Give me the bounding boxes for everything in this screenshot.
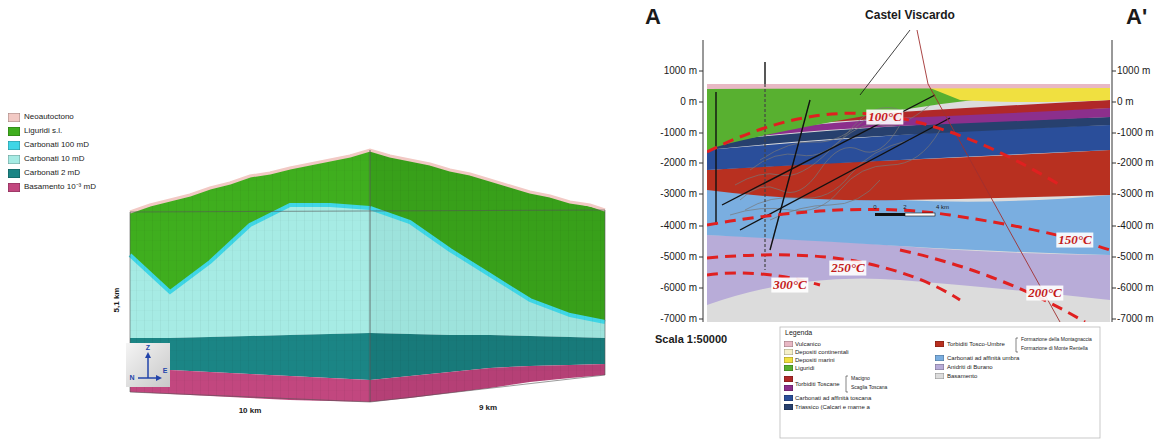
legend-swatch: [935, 373, 944, 379]
legend-text: Carbonati ad affinità umbra: [947, 355, 1019, 362]
bracket: [1016, 338, 1018, 352]
legend-swatch: [8, 127, 20, 136]
legend-sub-label: Formazione di Monte Rentella: [1021, 346, 1088, 352]
legend-swatch: [8, 113, 20, 122]
legend-text: Depositi marini: [795, 357, 835, 364]
axis-letter: E: [163, 367, 168, 375]
legend-text: Carbonati 10 mD: [24, 154, 84, 163]
depth-label: -6000 m: [1117, 282, 1154, 294]
depth-label: -5000 m: [1117, 251, 1154, 263]
legend-swatch: [935, 341, 944, 347]
isotherm-label: 200°C: [1026, 286, 1063, 301]
scale-number: 2: [903, 204, 906, 211]
legend-swatch: [935, 355, 944, 361]
legend-text: Triassico (Calcari e marne a: [795, 404, 870, 411]
isotherm-label: 250°C: [829, 261, 866, 276]
legend-swatch: [784, 404, 793, 410]
legend-text: Vulcanico: [795, 341, 821, 348]
scale-number: 4 km: [936, 204, 949, 211]
bracket: [846, 376, 848, 392]
legend-swatch: [935, 364, 944, 370]
legend-text: Torbiditi Tosco-Umbre: [947, 341, 1005, 348]
legend-box: [780, 327, 1100, 438]
legend-swatch: [8, 183, 20, 192]
legend-text: Liguridi: [795, 365, 814, 372]
legend-swatch: [784, 349, 793, 355]
dimension-label: 9 km: [479, 403, 497, 412]
depth-label: -6000 m: [660, 282, 697, 294]
legend-text: Carbonati ad affinità toscana: [795, 395, 871, 402]
depth-label: 1000 m: [1117, 65, 1150, 77]
section-end-label: A': [1126, 4, 1147, 29]
legend-sub-label: Formazione della Montagnaccia: [1021, 337, 1092, 343]
legend-swatch: [784, 357, 793, 363]
dimension-label: 5,1 km: [112, 288, 121, 313]
section-end-label: A: [645, 4, 661, 29]
legend-swatch: [8, 169, 20, 178]
depth-label: -4000 m: [1117, 220, 1154, 232]
depth-label: 1000 m: [664, 65, 697, 77]
legend-swatch: [784, 376, 793, 382]
dimension-label: 10 km: [239, 406, 262, 415]
depth-label: -2000 m: [660, 157, 697, 169]
legend-swatch: [784, 395, 793, 401]
legend-swatch: [784, 385, 793, 391]
axis-letter: N: [129, 374, 134, 382]
legend-swatch: [784, 365, 793, 371]
axis-letter: Z: [146, 344, 150, 352]
legend-text: Liguridi s.l.: [24, 126, 62, 135]
legend-text: Depositi continentali: [795, 349, 849, 356]
legend-text: Neoautoctono: [24, 112, 74, 121]
place-name: Castel Viscardo: [865, 9, 955, 23]
legend-text: Carbonati 100 mD: [24, 140, 89, 149]
block-model: [126, 150, 605, 402]
legend-swatch: [8, 155, 20, 164]
depth-label: -3000 m: [660, 188, 697, 200]
depth-label: -3000 m: [1117, 188, 1154, 200]
depth-label: -5000 m: [660, 251, 697, 263]
legend-swatch: [784, 341, 793, 347]
legend-text: Anidriti di Burano: [947, 364, 993, 371]
legend-text: Macigno: [851, 376, 870, 382]
legend-text: Basamento 10⁻³ mD: [24, 182, 96, 191]
legend-title: Legenda: [785, 329, 812, 337]
depth-label: -7000 m: [1117, 313, 1154, 325]
depth-label: -7000 m: [660, 313, 697, 325]
depth-label: -4000 m: [660, 220, 697, 232]
depth-label: -1000 m: [1117, 127, 1154, 139]
isotherm-label: 150°C: [1056, 233, 1093, 248]
depth-label: -1000 m: [660, 127, 697, 139]
depth-label: -2000 m: [1117, 157, 1154, 169]
depth-label: 0 m: [1117, 96, 1134, 108]
legend-swatch: [8, 141, 20, 150]
cross-section: [699, 30, 1116, 322]
scale-label: Scala 1:50000: [655, 333, 727, 346]
isotherm-label: 300°C: [771, 278, 808, 293]
depth-label: 0 m: [680, 96, 697, 108]
legend-text: Basamento: [947, 373, 977, 380]
legend-group-label: Torbiditi Toscane: [795, 381, 840, 388]
legend-text: Scaglia Toscana: [851, 385, 887, 391]
scale-number: 0: [873, 204, 876, 211]
isotherm-label: 100°C: [866, 110, 903, 125]
legend-text: Carbonati 2 mD: [24, 168, 80, 177]
